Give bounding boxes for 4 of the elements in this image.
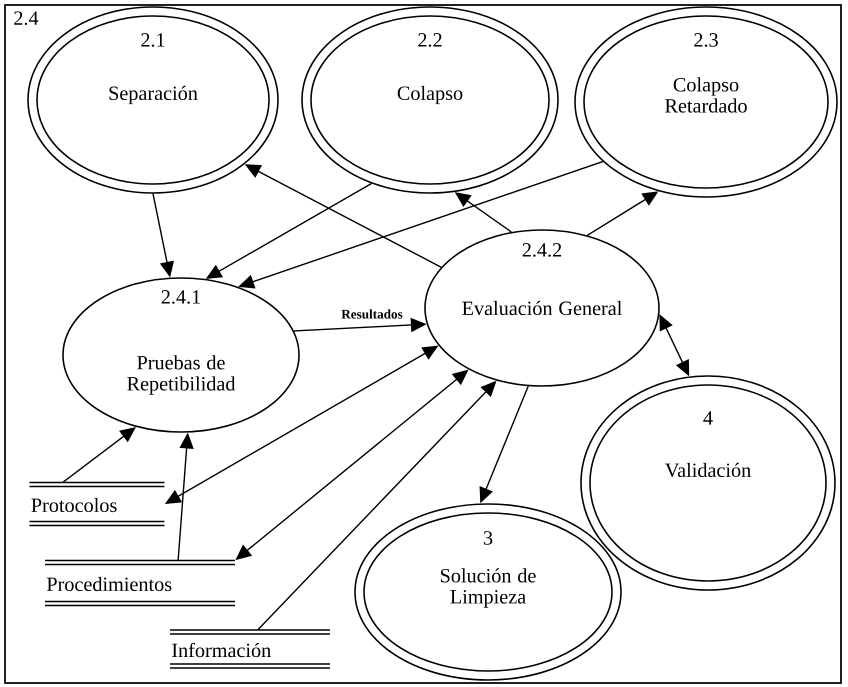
data-store: Procedimientos [45,560,235,606]
data-store: Protocolos [30,482,164,526]
edge-label: Resultados [339,308,405,320]
data-store: Información [170,629,330,669]
